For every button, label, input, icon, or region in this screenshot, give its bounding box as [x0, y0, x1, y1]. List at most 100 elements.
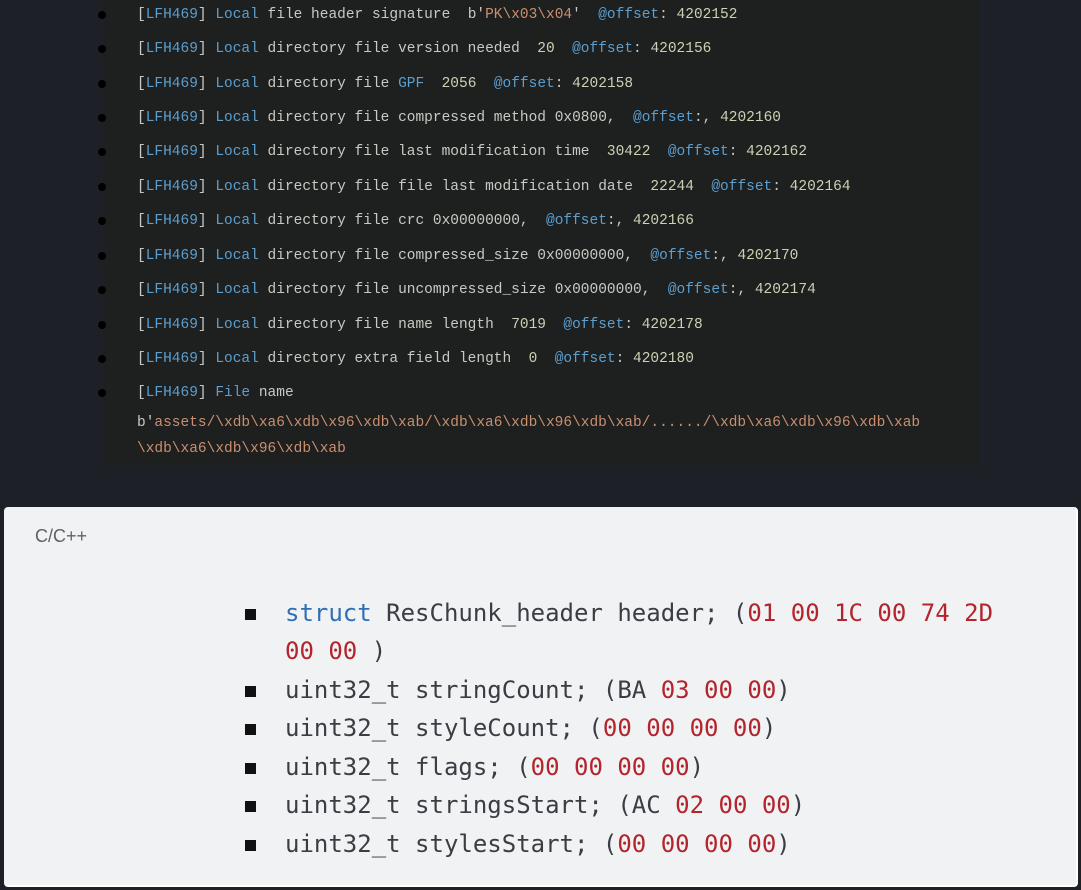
struct-field-header: struct ResChunk_header header; (01 00 1C… — [245, 594, 1065, 670]
log-text: [LFH469] Local directory file uncompress… — [137, 282, 816, 298]
offset-value: 4202160 — [720, 110, 781, 126]
bullet-icon — [98, 80, 106, 88]
offset-label: @offset — [667, 282, 729, 298]
log-keyword: Local — [215, 41, 259, 57]
log-output-panel: [LFH469] Local file header signature b'P… — [98, 0, 979, 465]
log-text: [LFH469] File name — [137, 385, 294, 401]
log-text: [LFH469] Local directory extra field len… — [137, 351, 694, 367]
log-tag: LFH469 — [145, 317, 198, 333]
offset-label: @offset — [711, 179, 773, 195]
log-tag: LFH469 — [145, 213, 198, 229]
hex-bytes: 01 00 1C 00 74 2D — [747, 599, 994, 627]
offset-value: 4202156 — [650, 41, 712, 57]
offset-label: @offset — [598, 7, 660, 23]
offset-value: 4202170 — [737, 248, 799, 264]
log-tag: LFH469 — [145, 282, 198, 298]
log-tag: LFH469 — [145, 144, 198, 160]
log-keyword: Local — [215, 248, 259, 264]
log-text: [LFH469] Local directory file GPF 2056 @… — [137, 76, 634, 92]
log-tag: LFH469 — [145, 110, 198, 126]
bullet-icon — [98, 389, 106, 397]
filename-value-line-2: \xdb\xa6\xdb\x96\xdb\xab — [137, 439, 346, 459]
log-description: directory file uncompressed_size — [258, 282, 555, 298]
filename-path: assets/\xdb\xa6\xdb\x96\xdb\xab/\xdb\xa6… — [154, 415, 921, 431]
log-tag: LFH469 — [145, 351, 198, 367]
log-entry-version-needed: [LFH469] Local directory file version ne… — [98, 39, 979, 59]
log-description: directory file version needed — [258, 41, 538, 57]
log-value: 0x00000000, — [432, 213, 529, 229]
log-text: [LFH469] Local directory file last modif… — [137, 144, 808, 160]
log-value: 20 — [537, 41, 555, 57]
bytes-prefix: b' — [137, 415, 155, 431]
square-bullet-icon — [245, 801, 256, 812]
type-name: uint32_t — [285, 830, 401, 858]
bullet-icon — [98, 114, 106, 122]
offset-value: 4202162 — [746, 144, 808, 160]
hex-bytes-cont: 00 00 — [285, 637, 358, 665]
log-tag: LFH469 — [145, 179, 198, 195]
offset-value: 4202158 — [572, 76, 634, 92]
log-keyword-gpf: GPF — [398, 76, 425, 92]
log-text: [LFH469] Local file header signature b'P… — [137, 7, 738, 23]
offset-label: @offset — [554, 351, 616, 367]
log-description: directory file — [258, 76, 399, 92]
log-description: directory file crc — [258, 213, 433, 229]
log-keyword: File — [215, 385, 251, 401]
log-entry-compressed-size: [LFH469] Local directory file compressed… — [98, 246, 979, 266]
square-bullet-icon — [245, 763, 256, 774]
square-bullet-icon — [245, 724, 256, 735]
log-entry-extra-field-length: [LFH469] Local directory extra field len… — [98, 349, 979, 369]
log-entry-mod-time: [LFH469] Local directory file last modif… — [98, 142, 979, 162]
square-bullet-icon — [245, 686, 256, 697]
log-text: [LFH469] Local directory file compressed… — [137, 248, 799, 264]
hex-bytes: 00 00 00 00 — [530, 753, 690, 781]
log-description: directory file compressed method — [258, 110, 555, 126]
log-value: 30422 — [606, 144, 651, 160]
offset-label: @offset — [633, 110, 694, 126]
c-code-panel: C/C++ struct ResChunk_header header; (01… — [4, 507, 1078, 887]
type-keyword: struct — [285, 599, 372, 627]
log-description: directory file compressed_size — [258, 248, 538, 264]
bullet-icon — [98, 183, 106, 191]
offset-value: 4202174 — [754, 282, 816, 298]
log-tag: LFH469 — [145, 41, 198, 57]
log-keyword: Local — [215, 282, 259, 298]
offset-label: @offset — [563, 317, 625, 333]
log-entry-crc: [LFH469] Local directory file crc 0x0000… — [98, 211, 979, 231]
type-name: uint32_t — [285, 753, 401, 781]
bullet-icon — [98, 11, 106, 19]
hex-bytes: 00 00 00 00 — [617, 830, 777, 858]
log-value: 22244 — [650, 179, 694, 195]
log-text: [LFH469] Local directory file version ne… — [137, 41, 712, 57]
log-entry-mod-date: [LFH469] Local directory file file last … — [98, 177, 979, 197]
offset-label: @offset — [667, 144, 729, 160]
offset-label: @offset — [546, 213, 607, 229]
log-tag: LFH469 — [145, 248, 198, 264]
log-keyword: Local — [215, 7, 259, 23]
offset-label: @offset — [650, 248, 712, 264]
log-entry-signature: [LFH469] Local file header signature b'P… — [98, 5, 979, 25]
log-value: 0x0800, — [554, 110, 616, 126]
log-text: [LFH469] Local directory file crc 0x0000… — [137, 213, 694, 229]
offset-value: 4202180 — [633, 351, 694, 367]
log-description: directory extra field length — [258, 351, 529, 367]
log-description: name — [250, 385, 294, 401]
offset-value: 4202178 — [641, 317, 703, 333]
bullet-icon — [98, 45, 106, 53]
log-description: directory file name length — [258, 317, 512, 333]
field-declaration: uint32_t styleCount; (00 00 00 00) — [285, 714, 777, 742]
field-declaration: uint32_t stylesStart; (00 00 00 00) — [285, 830, 791, 858]
log-entry-uncompressed-size: [LFH469] Local directory file uncompress… — [98, 280, 979, 300]
log-value: 0x00000000, — [537, 248, 634, 264]
log-description: directory file last modification time — [258, 144, 607, 160]
log-description: file header signature — [258, 7, 468, 23]
type-name: uint32_t — [285, 791, 401, 819]
square-bullet-icon — [245, 840, 256, 851]
log-tag: LFH469 — [145, 385, 198, 401]
log-description: directory file file last modification da… — [258, 179, 651, 195]
bullet-icon — [98, 355, 106, 363]
field-declaration: uint32_t flags; (00 00 00 00) — [285, 753, 705, 781]
log-value: 7019 — [511, 317, 546, 333]
offset-label: @offset — [572, 41, 634, 57]
field-declaration: uint32_t stringCount; (BA 03 00 00) — [285, 676, 791, 704]
